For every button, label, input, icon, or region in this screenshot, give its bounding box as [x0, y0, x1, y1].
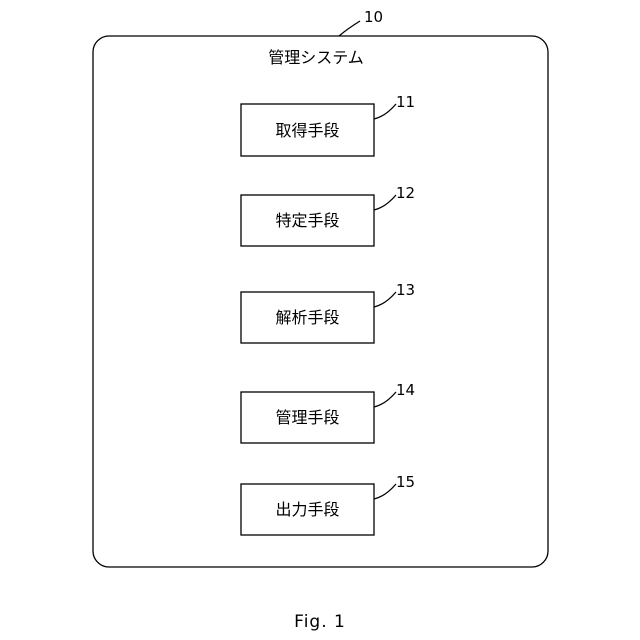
block-ref-number: 14	[396, 381, 415, 399]
figure-caption: Fig. 1	[294, 612, 346, 632]
block-ref-leader	[374, 104, 396, 119]
block-management: 管理手段 14	[241, 381, 415, 443]
block-ref-leader	[374, 292, 396, 307]
block-identification: 特定手段 12	[241, 184, 415, 246]
block-ref-leader	[374, 392, 396, 407]
system-label: 管理システム	[268, 48, 364, 67]
block-ref-number: 12	[396, 184, 415, 202]
block-ref-number: 15	[396, 473, 415, 491]
block-acquisition: 取得手段 11	[241, 93, 415, 156]
block-ref-leader	[374, 484, 396, 499]
block-label: 出力手段	[275, 500, 339, 519]
block-ref-number: 13	[396, 281, 415, 299]
block-ref-leader	[374, 195, 396, 210]
system-ref-number: 10	[364, 8, 383, 26]
block-label: 解析手段	[275, 308, 339, 327]
block-label: 取得手段	[275, 121, 339, 140]
system-ref-leader	[339, 21, 360, 36]
block-ref-number: 11	[396, 93, 415, 111]
block-output: 出力手段 15	[241, 473, 415, 535]
block-label: 特定手段	[275, 211, 339, 230]
block-analysis: 解析手段 13	[241, 281, 415, 343]
system-container	[93, 36, 548, 567]
block-label: 管理手段	[275, 408, 339, 427]
